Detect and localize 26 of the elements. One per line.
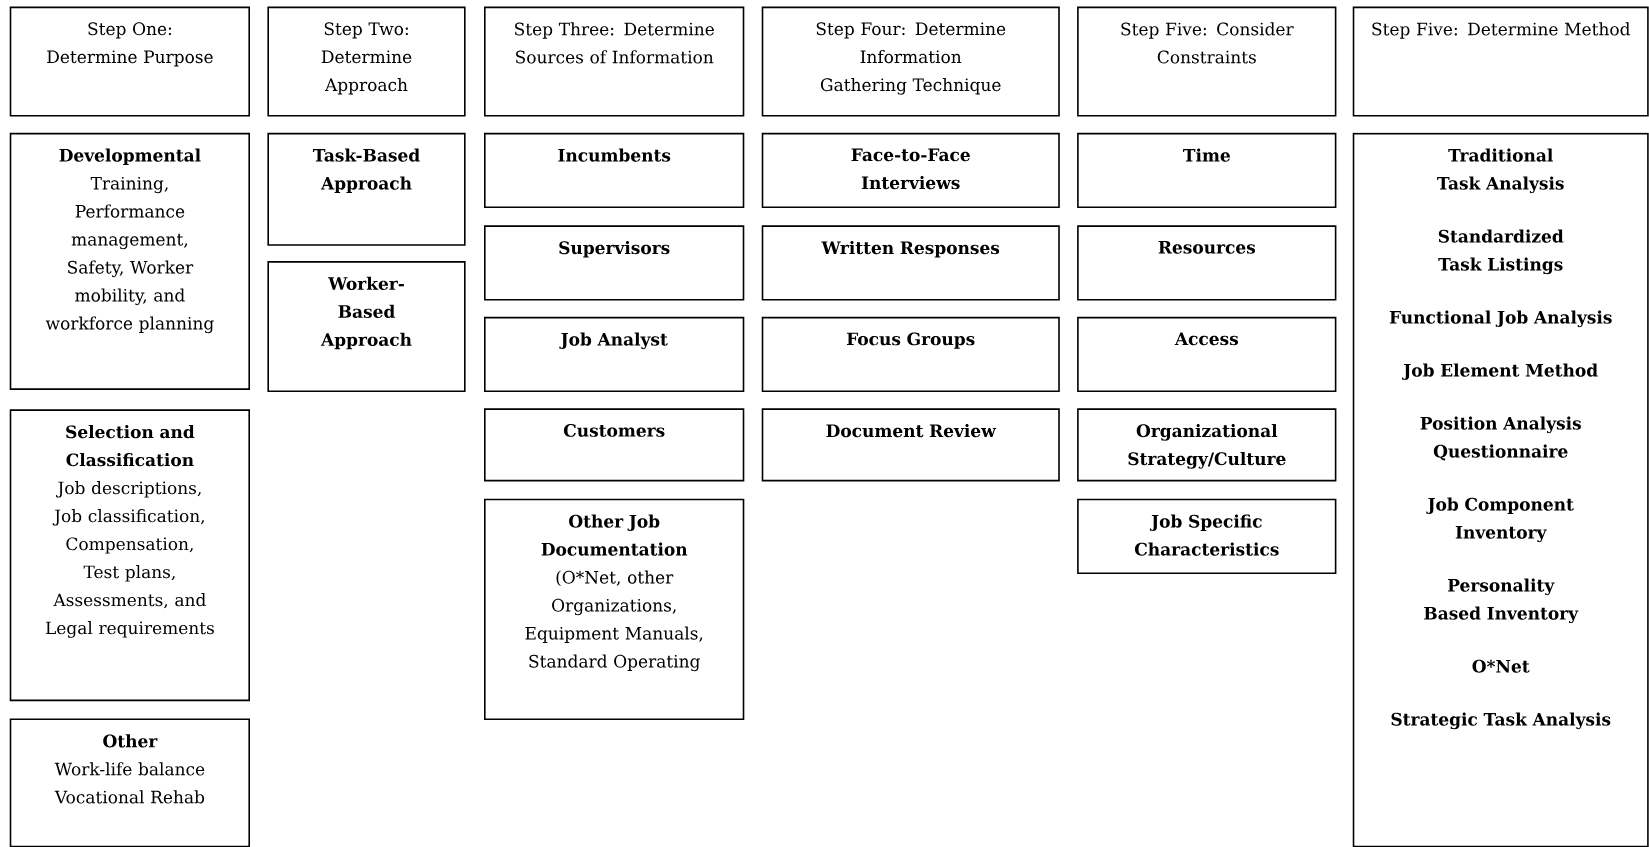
category-box: Customers (484, 408, 745, 482)
category-box: Focus Groups (761, 316, 1060, 392)
category-box: Job Specific Characteristics (1077, 498, 1337, 574)
category-box: Other Job Documentation (O*Net, other Organizations, Equipment Manuals, Standard Operating (484, 498, 745, 721)
header-box: Step Four: Determine Information Gathering Technique (761, 6, 1060, 117)
category-box: Written Responses (761, 225, 1060, 301)
category-box: Resources (1077, 225, 1337, 301)
category-box: Other Work-life balance Vocational Rehab (9, 718, 250, 847)
category-box: Worker-Based Approach (267, 261, 466, 392)
category-box: Organizational Strategy/Culture (1077, 408, 1337, 482)
category-box: Access (1077, 316, 1337, 392)
category-box: Developmental Training, Performance management, Safety, Worker mobility, and workforce planning (9, 132, 250, 390)
method-list-box: Traditional Task Analysis Standardized Task Listings Functional Job Analysis Job Element Method Position Analysis Questionnaire Job Component Inventory Personality Based Inventory O*Net Strategic Task Analysis (1352, 132, 1649, 847)
header-box: Step Three: Determine Sources of Information (484, 6, 745, 117)
header-box: Step Two: Determine Approach (267, 6, 466, 117)
category-box: Document Review (761, 408, 1060, 482)
header-box: Step Five: Determine Method (1352, 6, 1649, 117)
category-box: Selection and Classification Job descriptions, Job classification, Compensation, Test plans, Assessments, and Legal requirements (9, 409, 250, 702)
category-box: Time (1077, 132, 1337, 208)
category-box: Task-Based Approach (267, 132, 466, 246)
category-box: Supervisors (484, 225, 745, 301)
category-box: Incumbents (484, 132, 745, 208)
category-box: Job Analyst (484, 316, 745, 392)
category-box: Face-to-Face Interviews (761, 132, 1060, 208)
header-box: Step Five: Consider Constraints (1077, 6, 1337, 117)
header-box: Step One: Determine Purpose (9, 6, 250, 117)
